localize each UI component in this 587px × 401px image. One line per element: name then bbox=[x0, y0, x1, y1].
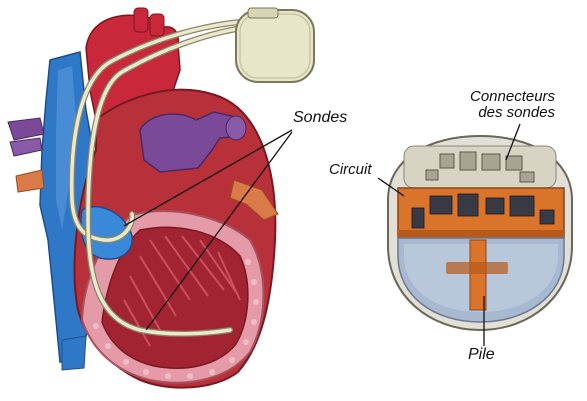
coronary-vessel-left bbox=[16, 170, 44, 192]
label-connecteurs-line1: Connecteurs bbox=[470, 89, 555, 105]
label-connecteurs: Connecteurs des sondes bbox=[470, 89, 555, 121]
label-sondes: Sondes bbox=[293, 110, 347, 127]
label-pile: Pile bbox=[468, 347, 495, 364]
pulmonary-vein-left bbox=[8, 118, 44, 140]
pacemaker-cutaway bbox=[388, 136, 572, 330]
label-circuit: Circuit bbox=[329, 162, 372, 178]
pacemaker-device bbox=[236, 8, 314, 82]
label-connecteurs-line2: des sondes bbox=[470, 105, 555, 121]
